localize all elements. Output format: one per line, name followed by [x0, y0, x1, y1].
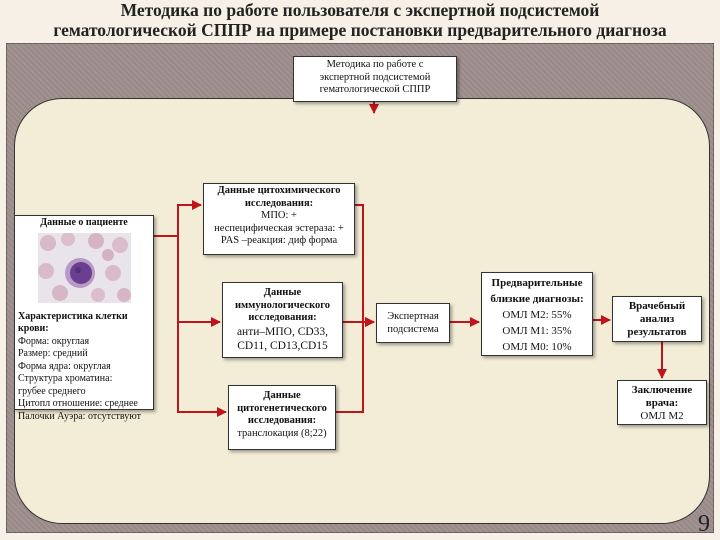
patient-line-3: Форма: округлая	[18, 335, 90, 347]
prelim-line-4: ОМЛ М1: 35%	[502, 325, 572, 337]
patient-line-4: Размер: средний	[18, 348, 88, 359]
slide-title: Методика по работе пользователя с экспер…	[0, 0, 720, 40]
methodology-line-2: экспертной подсистемой	[319, 71, 431, 83]
patient-line-2: крови:	[18, 323, 49, 334]
immuno-line-3: исследования:	[248, 312, 317, 323]
cyto-line-4: неспецифическая эстераза: +	[214, 222, 344, 234]
prelim-line-2: близкие диагнозы:	[490, 293, 584, 305]
conclusion-line-1: Заключение	[631, 384, 693, 396]
methodology-line-3: гематологической СППР	[319, 84, 431, 95]
genetic-line-1: Данные	[263, 390, 301, 401]
patient-heading: Данные о пациенте	[40, 217, 128, 228]
prelim-line-3: ОМЛ М2: 55%	[502, 309, 572, 321]
expert-line-2: подсистема	[387, 323, 439, 335]
cyto-line-1: Данные цитохимического	[217, 185, 341, 196]
cytochemical-data-box: Данные цитохимического исследования: МПО…	[203, 183, 355, 255]
immuno-line-5: CD11, CD13,CD15	[237, 339, 328, 352]
patient-line-9: Палочки Ауэра: отсутствуют	[18, 410, 142, 422]
doctor-line-2: анализ	[639, 313, 675, 325]
expert-line-1: Экспертная	[387, 311, 439, 322]
doctor-conclusion-box: Заключение врача: ОМЛ М2	[617, 380, 707, 425]
conclusion-line-3: ОМЛ М2	[640, 410, 684, 422]
prelim-line-1: Предварительные	[491, 277, 583, 289]
preliminary-diagnoses-box: Предварительные близкие диагнозы: ОМЛ М2…	[481, 272, 593, 356]
cell-characteristics: Характеристика клетки крови: Форма: окру…	[18, 311, 150, 424]
cytogenetic-data-box: Данные цитогенетического исследования: т…	[228, 385, 336, 450]
immunological-data-box: Данные иммунологического исследования: а…	[222, 282, 343, 358]
cyto-line-5: PAS –реакция: диф форма	[220, 235, 338, 246]
cyto-line-3: МПО: +	[261, 210, 297, 221]
genetic-line-2: цитогенетического	[237, 402, 327, 414]
prelim-line-5: ОМЛ М0: 10%	[502, 341, 572, 353]
patient-line-1: Характеристика клетки	[18, 310, 128, 322]
genetic-line-3: исследования:	[247, 415, 317, 426]
patient-line-8: Цитопл отношение: среднее	[18, 398, 138, 409]
cyto-line-2: исследования:	[244, 197, 314, 209]
blood-cell-image	[37, 232, 131, 303]
methodology-box: Методика по работе с экспертной подсисте…	[293, 56, 457, 102]
immuno-line-4: анти–МПО, CD33,	[236, 325, 329, 338]
doctor-line-1: Врачебный	[628, 300, 686, 312]
expert-subsystem-box: Экспертная подсистема	[376, 303, 450, 343]
conclusion-line-2: врача:	[645, 397, 679, 409]
patient-line-7: грубее среднего	[18, 385, 86, 397]
patient-data-box: Данные о пациенте Характеристика клетки …	[14, 215, 154, 422]
immuno-line-1: Данные	[263, 287, 302, 298]
patient-line-5: Форма ядра: округлая	[18, 360, 111, 372]
patient-line-6: Структура хроматина:	[18, 373, 113, 384]
doctor-analysis-box: Врачебный анализ результатов	[612, 296, 702, 342]
title-line-2: гематологической СППР на примере постано…	[53, 20, 667, 40]
doctor-line-3: результатов	[627, 326, 687, 338]
genetic-line-4: транслокация (8;22)	[237, 427, 327, 439]
methodology-line-1: Методика по работе с	[326, 59, 424, 70]
title-line-1: Методика по работе пользователя с экспер…	[120, 0, 600, 20]
immuno-line-2: иммунологического	[234, 299, 330, 311]
page-number: 9	[698, 511, 710, 537]
